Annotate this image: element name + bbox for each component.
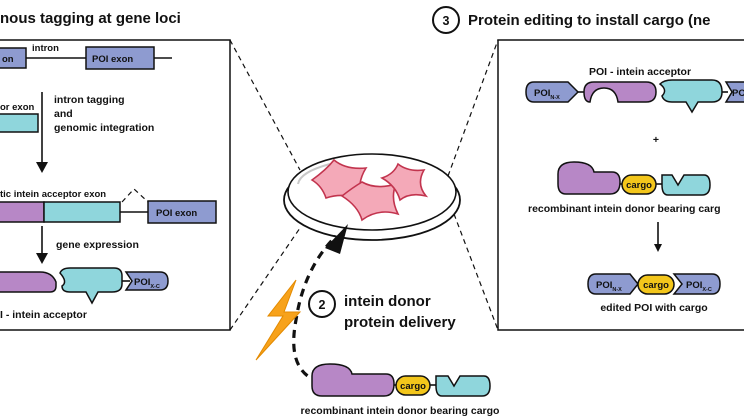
zoom-dash-left-top [229, 39, 301, 171]
edited-poi-xc-main: POI [686, 280, 702, 291]
edited-poi-nx-sub: N-X [612, 287, 622, 293]
poi-right-label: PO [732, 88, 744, 99]
poi-right-bubble [724, 81, 744, 103]
cell-2 [340, 181, 400, 222]
poi-exon-top-label: POI exon [92, 54, 133, 65]
poi-exon-bottom [147, 200, 217, 224]
acc-intein-c [658, 79, 723, 114]
delivery-arrow [292, 234, 338, 384]
step-2-line1: intein donor [344, 293, 431, 310]
zoom-dash-right-bottom [453, 213, 499, 331]
donor-label: recombinant intein donor bearing cargo [301, 405, 500, 417]
edit-arrow-head [654, 244, 662, 252]
exon-left-label: on [2, 54, 14, 65]
step-2-circle [308, 290, 336, 318]
poi-xc-main-text: POI [134, 277, 150, 288]
lightning-bolt-icon [255, 279, 302, 361]
step-genomic-integration: genomic integration [54, 122, 154, 134]
arrow-integration-head [36, 162, 48, 173]
locus-cyan-part [43, 201, 121, 223]
poi-nx-main: POI [534, 88, 550, 99]
poi-nx-sub: N-X [550, 95, 560, 101]
step-2-line2: protein delivery [344, 314, 456, 331]
p3-donor-label: recombinant intein donor bearing carg [528, 203, 721, 215]
step-2-number: 2 [319, 298, 326, 312]
step-gene-expression: gene expression [56, 239, 139, 251]
result-label: I - intein acceptor [0, 309, 87, 321]
edited-poi-xc-text: POIX-C [686, 280, 712, 293]
zoom-dash-left-bottom [229, 227, 301, 331]
edited-cargo-label: cargo [643, 280, 669, 291]
intein-c-fragment [59, 267, 123, 305]
p3-donor-intein-n [557, 161, 621, 195]
edited-poi-xc-sub: X-C [702, 287, 712, 293]
edited-poi-nx-main: POI [596, 280, 612, 291]
poi-exon-bottom-label: POI exon [156, 208, 197, 219]
edited-poi-xc [672, 273, 721, 295]
step-and: and [54, 108, 73, 120]
edited-poi-nx [587, 273, 639, 295]
donor-intein-n [311, 363, 395, 397]
panel1-frame [0, 39, 231, 331]
edited-label: edited POI with cargo [600, 302, 707, 314]
acceptor-title: POI - intein acceptor [589, 66, 691, 78]
arrow-expression-head [36, 253, 48, 264]
poi-xc-bubble [124, 271, 169, 291]
poi-nx-text: POIN-X [534, 88, 560, 101]
poi-xc-main: POIX-C [134, 277, 160, 290]
zoom-dash-right-top [447, 39, 499, 177]
locus-purple-part [0, 201, 45, 223]
step-3-circle [432, 6, 460, 34]
acceptor-exon-label: tic intein acceptor exon [0, 189, 106, 200]
panel3-frame [497, 39, 744, 331]
delivery-arrow-head [325, 224, 348, 254]
intron-label: intron [32, 43, 59, 54]
edited-poi-nx-text: POIN-X [596, 280, 622, 293]
edited-cargo [637, 274, 675, 295]
splice-dash [121, 188, 149, 203]
plus-sign: + [653, 134, 659, 146]
intein-n-fragment [0, 271, 57, 293]
panel3-heading: Protein editing to install cargo (ne [468, 12, 711, 29]
panel1-heading: nous tagging at gene loci [0, 10, 181, 27]
cell-3 [380, 162, 429, 202]
acceptor-exon-cassette [0, 113, 39, 133]
or-exon-label: or exon [0, 102, 35, 113]
donor-cargo-label: cargo [400, 381, 426, 392]
acc-intein-n [583, 81, 657, 103]
donor-intein-c [435, 375, 491, 397]
p3-donor-cargo-label: cargo [626, 180, 652, 191]
step-3-number: 3 [443, 14, 450, 28]
poi-xc-sub: X-C [150, 284, 160, 290]
p3-donor-intein-c [661, 174, 711, 196]
poi-nx-bubble [525, 81, 580, 103]
step-intron-tagging: intron tagging [54, 94, 125, 106]
dish-highlight [297, 163, 331, 185]
